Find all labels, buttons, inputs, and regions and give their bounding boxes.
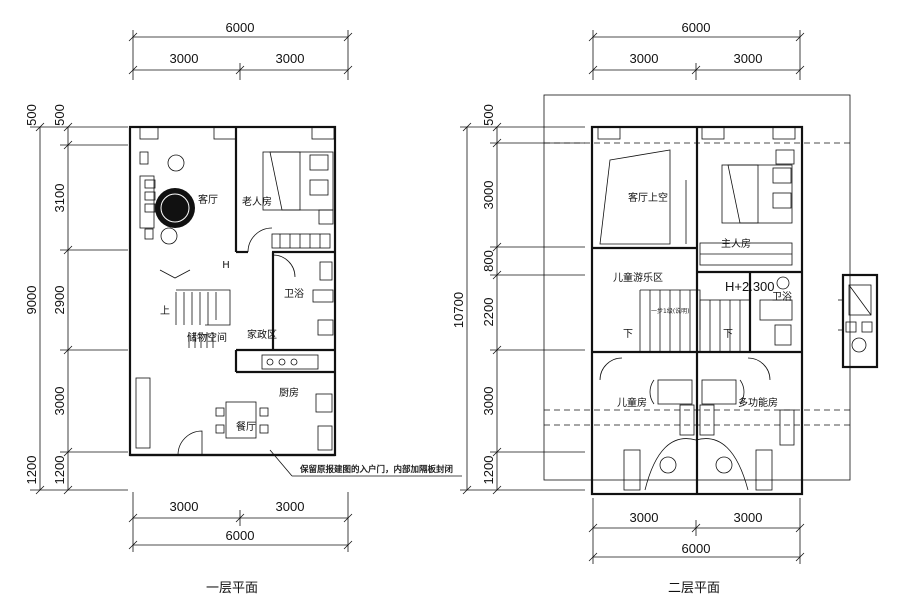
floor2-stair-note: 一步1级(说明) [651,307,690,315]
floor2-top-dimensions: 6000 3000 3000 [588,20,805,80]
floor1-kitchen-label: 厨房 [279,386,299,399]
floor1-dim-left-total: 9000 [24,286,39,315]
floor2-bottom-dimensions: 3000 3000 6000 [588,498,805,564]
floor1-dim-bottom-right: 3000 [276,499,305,514]
floor1-living-label: 客厅 [198,193,218,206]
floor1-left-dimensions: 9000 500 1200 500 3100 2900 3000 1200 [24,104,128,495]
floor2-dim-left-total: 10700 [451,292,466,328]
floor1-dim-top-total: 6000 [226,20,255,35]
floor2-dim-3000a: 3000 [481,181,496,210]
floor1-plan: 6000 3000 3000 9000 500 1200 500 [24,20,462,596]
floor2-dim-500: 500 [481,104,496,126]
floor2-furniture [599,149,795,491]
floor1-dim-3100: 3100 [52,184,67,213]
floor2-dim-800: 800 [481,250,496,272]
floor1-bath-label: 卫浴 [284,288,304,300]
floor1-top-dimensions: 6000 3000 3000 [128,20,353,80]
floor2-child-label: 儿童房 [617,396,647,409]
floor1-h-label: H [222,260,230,271]
floor1-dim-bottom-left: 3000 [170,499,199,514]
floor1-dim-outer-500: 500 [24,104,39,126]
floor1-dim-top-right: 3000 [276,51,305,66]
floor1-furniture [135,151,462,477]
floor1-dim-500: 500 [52,104,67,126]
floor1-dim-1200: 1200 [52,456,67,485]
floor1-dim-bottom-total: 6000 [226,528,255,543]
floor2-down-label-2: 下 [723,329,733,340]
floor2-dim-top-right: 3000 [734,51,763,66]
floor2-dim-bottom-total: 6000 [682,541,711,556]
floor2-bath-label: 卫浴 [772,291,792,303]
bathroom-detail-inset [838,273,879,369]
floor1-dim-3000: 3000 [52,387,67,416]
floor2-room-labels: 客厅上空 主人房 儿童游乐区 卫浴 儿童房 多功能房 H+2.300 下 下 一… [613,191,792,409]
floor1-dim-outer-1200: 1200 [24,456,39,485]
floor2-dim-bottom-left: 3000 [630,510,659,525]
floor1-title: 一层平面 [206,581,258,596]
floor2-dim-1200: 1200 [481,456,496,485]
floor1-door-note: 保留原报建图的入户门，内部加隔板封闭 [299,464,453,475]
floor1-up-label: 上 [160,305,170,317]
floor2-play-label: 儿童游乐区 [613,271,663,284]
floor1-storage-label: 储物空间 [187,331,227,344]
floor1-elder-label: 老人房 [242,195,272,208]
floor2-walls [543,94,851,496]
floor2-down-label-1: 下 [623,329,633,340]
floor2-dim-top-left: 3000 [630,51,659,66]
floor1-walls [128,125,337,457]
floor1-room-labels: 客厅 老人房 卫浴 储物空间 家政区 厨房 餐厅 上 H 保留原报建图的入户门，… [160,193,453,475]
floor2-title: 二层平面 [668,581,720,596]
floor2-multi-label: 多功能房 [738,396,778,409]
floor2-dim-bottom-right: 3000 [734,510,763,525]
floor2-plan: 6000 3000 3000 10700 500 3000 [451,20,879,596]
floor2-dim-top-total: 6000 [682,20,711,35]
floor2-left-dimensions: 10700 500 3000 800 2200 3000 1200 [451,104,585,495]
floor1-dining-label: 餐厅 [236,420,256,433]
floor2-level-label: H+2.300 [725,279,775,294]
floor1-bottom-dimensions: 3000 3000 6000 [128,492,353,552]
floor2-dim-3000b: 3000 [481,387,496,416]
floor2-master-label: 主人房 [721,237,751,250]
floor1-dim-top-left: 3000 [170,51,199,66]
floor1-dim-2900: 2900 [52,286,67,315]
floor2-void-label: 客厅上空 [628,191,668,204]
floor2-dim-2200: 2200 [481,298,496,327]
floor1-utility-label: 家政区 [247,328,277,341]
